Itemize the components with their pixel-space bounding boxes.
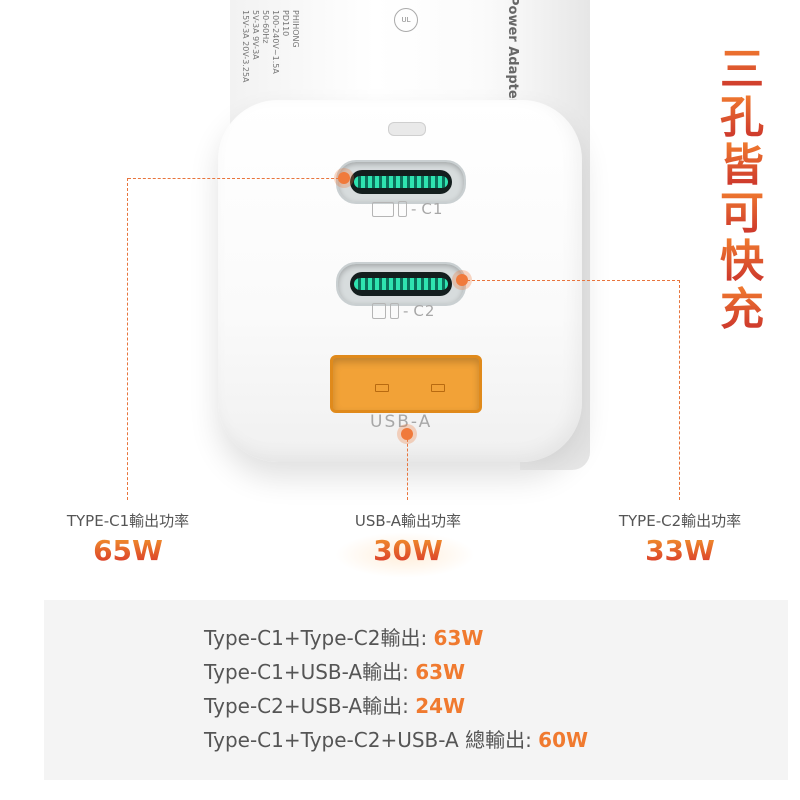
- type-c1-port: [336, 160, 466, 204]
- c1-output-title: TYPE-C1輸出功率: [66, 512, 190, 530]
- combo-label: Type-C1+Type-C2輸出:: [204, 626, 434, 650]
- combo-line: Type-C1+USB-A輸出: 63W: [204, 656, 465, 685]
- slogan: 三 孔 皆 可 快 充: [712, 46, 772, 334]
- usb-a-watt-glow: [335, 532, 475, 578]
- usb-a-leader-line: [407, 434, 408, 500]
- tablet-icon: [372, 303, 386, 319]
- combo-value: 24W: [415, 694, 466, 718]
- c1-output-watt: 65W: [46, 534, 210, 567]
- combo-value: 63W: [433, 626, 484, 650]
- c2-port-code: C2: [413, 302, 436, 320]
- spec-line: 15V-3A 20V-3.25A: [241, 10, 250, 83]
- led-indicator: [388, 122, 426, 136]
- phone-icon: [390, 303, 399, 319]
- c1-port-code: C1: [421, 200, 444, 218]
- slogan-char: 三: [720, 44, 764, 95]
- slogan-char: 可: [720, 188, 764, 239]
- slogan-char: 皆: [720, 140, 764, 191]
- type-c2-port: [336, 262, 466, 306]
- port-pins: [354, 176, 448, 188]
- c2-leader-line: [462, 280, 680, 281]
- port-pins: [354, 278, 448, 290]
- spec-line: 50-60Hz: [261, 10, 270, 44]
- c1-leader-line: [128, 178, 344, 179]
- laptop-icon: [372, 201, 394, 217]
- usb-a-output-title: USB-A輸出功率: [354, 512, 462, 530]
- usb-a-marker-dot: [401, 428, 413, 440]
- adapter-spec-label: PHIHONG PD110 100-240V~1.5A 50-60Hz 5V-3…: [240, 10, 300, 83]
- usb-a-slot: [431, 384, 445, 392]
- combo-line: Type-C1+Type-C2+USB-A 總輸出: 60W: [204, 724, 588, 753]
- c1-port-caption: - C1: [372, 200, 443, 218]
- c1-marker-dot: [338, 172, 350, 184]
- c2-port-caption: - C2: [372, 302, 435, 320]
- phone-icon: [398, 201, 407, 217]
- combo-value: 60W: [538, 728, 589, 752]
- usb-a-port: [330, 355, 482, 413]
- c1-leader-line: [127, 178, 128, 500]
- spec-line: PHIHONG: [291, 10, 300, 48]
- combo-label: Type-C1+Type-C2+USB-A 總輸出:: [204, 728, 539, 752]
- usb-a-port-caption: USB-A: [370, 412, 433, 432]
- combined-output-panel: Type-C1+Type-C2輸出: 63W Type-C1+USB-A輸出: …: [44, 600, 788, 780]
- c2-output-title: TYPE-C2輸出功率: [618, 512, 742, 530]
- combo-value: 63W: [415, 660, 466, 684]
- spec-line: 5V-3A 9V-3A: [251, 10, 260, 60]
- usb-a-output-watt: 30W: [326, 534, 490, 567]
- c2-marker-dot: [456, 274, 468, 286]
- dash-glyph: -: [411, 200, 418, 218]
- certification-mark: UL: [394, 8, 418, 32]
- slogan-char: 快: [720, 236, 764, 287]
- c2-output-watt: 33W: [594, 534, 766, 567]
- spec-line: PD110: [281, 10, 290, 37]
- combo-line: Type-C2+USB-A輸出: 24W: [204, 690, 465, 719]
- slogan-char: 充: [720, 284, 764, 335]
- combo-label: Type-C1+USB-A輸出:: [204, 660, 416, 684]
- combo-line: Type-C1+Type-C2輸出: 63W: [204, 622, 483, 651]
- c2-leader-line: [679, 280, 680, 500]
- usb-a-slot: [375, 384, 389, 392]
- adapter-brand-text: Power Adapter: [505, 0, 520, 106]
- spec-line: 100-240V~1.5A: [271, 10, 280, 74]
- dash-glyph: -: [403, 302, 410, 320]
- combo-label: Type-C2+USB-A輸出:: [204, 694, 416, 718]
- slogan-char: 孔: [720, 92, 764, 143]
